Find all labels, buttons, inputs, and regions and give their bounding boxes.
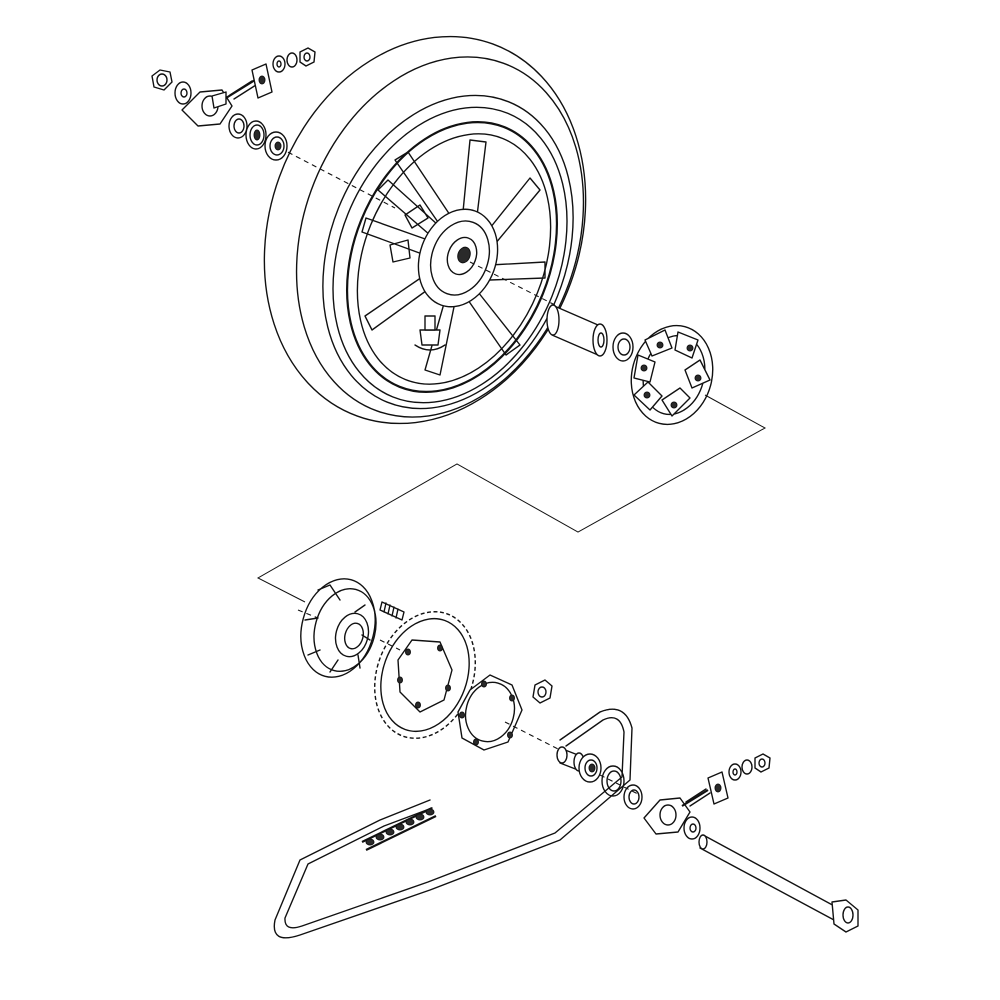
chain-links (361, 807, 437, 851)
axle-centerline-lower (504, 721, 561, 751)
axle-centerline-upper-right (469, 261, 556, 306)
sprocket-cover (457, 674, 523, 751)
rear-tire-and-wheel (263, 35, 587, 425)
wheel-hub (389, 204, 499, 308)
sprocket-collar (556, 746, 585, 772)
oil-seal (245, 120, 267, 150)
axle-centerline-upper (279, 147, 396, 209)
wheel-bearing (264, 131, 288, 161)
axle-washer (683, 816, 701, 840)
axle-spacer (623, 784, 643, 810)
valve-stem (414, 315, 446, 351)
rear-axle (698, 834, 859, 933)
sprocket-carrier (297, 578, 377, 678)
drive-chain (273, 708, 633, 939)
sprocket-nut (532, 679, 553, 704)
wheel-hub-spacer (228, 113, 248, 139)
rubber-damper (630, 324, 714, 426)
chain-adjuster-left (151, 47, 316, 127)
washer (174, 81, 192, 105)
bearing-right (612, 332, 634, 362)
assembly-connector-upper (256, 394, 767, 603)
stud-bolt (379, 601, 405, 621)
sprocket-bearing (578, 753, 602, 783)
chain-adjuster-right (643, 753, 771, 835)
center-collar (546, 304, 608, 357)
axle-nut (151, 69, 173, 91)
